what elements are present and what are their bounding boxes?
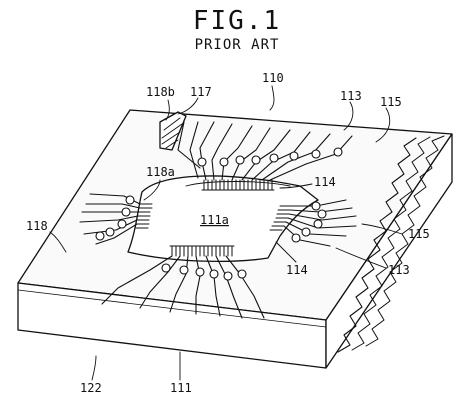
- leader-lines: [49, 85, 403, 381]
- pad-row-bottom: [169, 245, 235, 257]
- substrate-right-face: [325, 133, 453, 369]
- figure-title: FIG.1: [192, 6, 282, 36]
- label-110: 110: [262, 71, 284, 85]
- via-pads-right: [291, 201, 327, 243]
- label-114-top: 114: [314, 175, 336, 189]
- label-118b: 118b: [146, 85, 175, 99]
- pad-row-top: [201, 179, 275, 191]
- cavity-opening: [127, 175, 319, 262]
- label-122: 122: [80, 381, 102, 395]
- label-115-top: 115: [380, 95, 402, 109]
- laminate-edge: [337, 137, 417, 353]
- via-pads-bottom: [161, 263, 247, 281]
- label-118: 118: [26, 219, 48, 233]
- label-111a: 111a: [200, 213, 229, 227]
- figure-subtitle: PRIOR ART: [194, 37, 280, 53]
- pad-col-right: [269, 205, 293, 231]
- via-pads-top: [197, 147, 343, 167]
- pad-col-left: [135, 203, 153, 229]
- label-114-bottom: 114: [286, 263, 308, 277]
- label-118a: 118a: [146, 165, 175, 179]
- label-117: 117: [190, 85, 212, 99]
- label-115-right: 115: [408, 227, 430, 241]
- reference-labels: 110 117 118b 113 115 118a 114 111a 118 1…: [26, 71, 430, 395]
- traces-left: [79, 193, 141, 245]
- label-113-top: 113: [340, 89, 362, 103]
- traces-top: [177, 121, 353, 181]
- label-113-right: 113: [388, 263, 410, 277]
- traces-bottom: [101, 255, 265, 319]
- via-pads-left: [95, 195, 135, 241]
- label-111: 111: [170, 381, 192, 395]
